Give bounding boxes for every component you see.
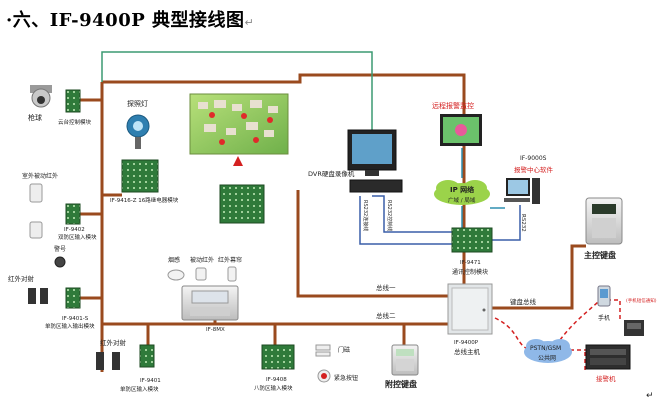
ir-curtain-label: 红外幕帘: [218, 256, 242, 264]
rs232-conn-label: RS232连接线: [362, 200, 369, 231]
pstn-cloud: [524, 339, 572, 363]
relay-board-label: IF-9416-Z 16路继电器模块: [110, 196, 179, 204]
ir-beam-1-icon: [28, 288, 48, 304]
remote-monitor-label: 远程报警监控: [432, 101, 474, 110]
smoke-detector-icon: [167, 269, 185, 281]
alarm-unit-label: 接警机: [596, 374, 616, 383]
zone-module-1s-desc: 单防区输入输出模块: [45, 322, 95, 330]
zone-module-1s: [65, 287, 81, 309]
comm-module-label: IF-9471: [460, 260, 481, 266]
zone-module-8-label: IF-9408: [266, 377, 287, 383]
rs232-label: RS232: [520, 214, 526, 232]
searchlight: [126, 114, 150, 149]
dome-camera-label: 枪球: [28, 113, 42, 122]
bmx-label: IF-8MX: [206, 327, 225, 333]
center-computer: [504, 178, 540, 204]
remote-monitor: [440, 114, 482, 146]
comm-module: [451, 227, 493, 253]
zone-module-8: [261, 344, 295, 370]
network-wiring: [101, 51, 621, 370]
paragraph-mark: ↵: [244, 16, 255, 29]
bus-wiring: [80, 73, 586, 372]
pan-tilt-module: [65, 89, 81, 113]
community-photo: [189, 93, 289, 155]
dome-camera: [30, 85, 52, 108]
keypad-bus: [492, 244, 586, 310]
rs232-ctrl-label: RS232控制线: [386, 200, 393, 231]
mobile-note: (手机短信通知): [626, 297, 657, 304]
host-cabinet: [447, 283, 493, 335]
dvr-box: [349, 179, 403, 193]
bus1: [296, 190, 448, 298]
panic-button-icon: [317, 369, 331, 383]
center-model-label: IF-9000S: [520, 155, 547, 162]
aux-keypad-label: 附控键盘: [385, 379, 417, 389]
center-software-label: 报警中心软件: [514, 165, 554, 174]
page-title: ·六、IF-9400P 典型接线图↵: [6, 10, 255, 31]
pan-tilt-module-label: 云台控制模块: [58, 118, 92, 126]
desk-phone-icon: [624, 320, 644, 336]
zone-module-2: [65, 203, 81, 225]
keypad-bus-label: 键盘总线: [510, 297, 537, 306]
mobile-phone-icon: [597, 285, 611, 307]
panic-button-label: 紧急按钮: [334, 374, 358, 382]
alarm-unit-device: [585, 344, 631, 370]
bmx-keypad: [181, 285, 239, 321]
outdoor-pir-label: 室外被动红外: [22, 172, 58, 180]
door-magnet-icon: [315, 344, 331, 357]
ir-beam-2-label: 红外对射: [100, 338, 127, 347]
ir-curtain-icon: [227, 266, 237, 282]
zone-module-8-desc: 八防区输入模块: [254, 384, 293, 392]
host-desc-label: 总线主机: [454, 347, 481, 356]
zone-module-1-label: IF-9401: [140, 378, 161, 384]
ip-network-label: IP 网络: [450, 185, 474, 194]
motion-ir-label: 被动红外: [190, 256, 214, 264]
ir-beam-2-icon: [96, 352, 120, 370]
main-keypad-device: [585, 197, 623, 245]
zone-module-2-label: IF-9402: [64, 227, 85, 233]
zone-module-2-desc: 双防区输入模块: [58, 233, 97, 241]
mobile-label: 手机: [598, 314, 610, 322]
motion-ir-icon: [195, 267, 207, 281]
siren-icon: [54, 256, 66, 268]
dvr-label: DVR硬盘录像机: [308, 169, 355, 178]
zone-module-1s-label: IF-9401-S: [62, 316, 89, 322]
pstn-label: PSTN/GSM: [530, 345, 561, 352]
door-magnet-label: 门磁: [338, 346, 350, 354]
wan-lan-label: 广域 / 局域: [448, 196, 476, 204]
outdoor-pir-icon: [29, 183, 43, 239]
corner-mark: ↵: [646, 391, 654, 401]
relay-board: [121, 159, 159, 193]
zone-module-1: [139, 344, 155, 368]
aux-keypad-device: [391, 344, 419, 376]
photo-arrow: [233, 156, 243, 166]
ir-beam-1-label: 红外对射: [8, 274, 35, 283]
host-model-label: IF-9400P: [454, 340, 479, 346]
siren-label: 警号: [54, 245, 66, 253]
bus-1-label: 总线一: [376, 283, 396, 292]
ip-network-cloud: [434, 180, 490, 205]
dvr-monitor: [347, 129, 397, 176]
smoke-label: 烟感: [168, 256, 180, 264]
comm-module-desc: 通讯控制模块: [452, 268, 488, 276]
zone-module-1-desc: 单防区输入模块: [120, 385, 159, 393]
main-keypad-label: 主控键盘: [584, 250, 616, 260]
bus-2-label: 总线二: [376, 311, 396, 320]
control-board: [219, 184, 265, 224]
public-net-label: 公共网: [538, 354, 556, 362]
searchlight-label: 探照灯: [127, 99, 148, 108]
